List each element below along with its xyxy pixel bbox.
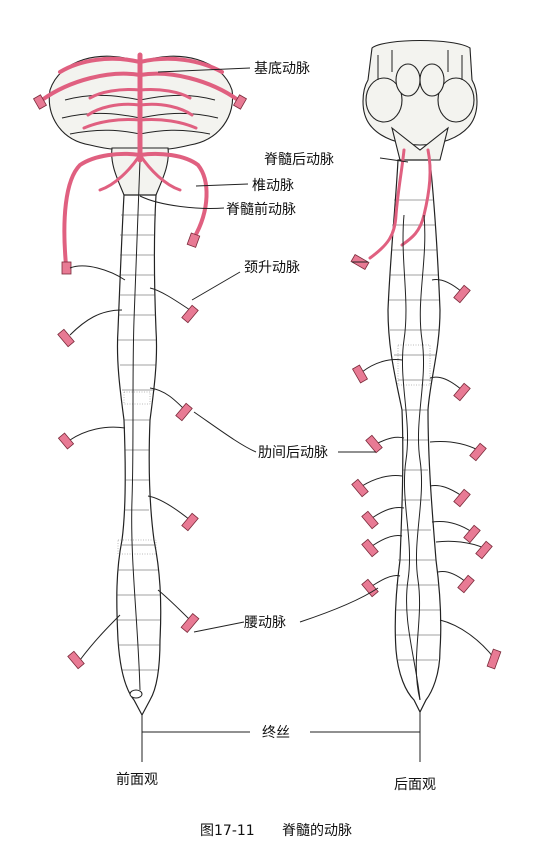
segmental-branches-posterior — [350, 253, 502, 670]
label-basilar-artery: 基底动脉 — [254, 60, 310, 77]
figure-number: 图17-11 — [200, 823, 255, 839]
segmental-branches-anterior — [57, 265, 200, 699]
anterior-spinal-artery-line — [131, 159, 141, 691]
figure-title: 脊髓的动脉 — [282, 823, 352, 839]
segment-lines-anterior — [117, 214, 160, 671]
anterior-view-illustration — [32, 52, 248, 762]
spinal-cord-anterior — [116, 194, 162, 717]
basilar-artery — [32, 52, 248, 163]
posterior-view-illustration — [350, 40, 502, 762]
label-lumbar-artery: 腰动脉 — [244, 615, 286, 631]
leader-lines — [139, 67, 420, 733]
label-vertebral-artery: 椎动脉 — [252, 178, 294, 194]
segment-lines-posterior — [389, 199, 440, 661]
label-posterior-intercostal-artery: 肋间后动脉 — [258, 445, 328, 461]
label-posterior-view: 后面观 — [394, 777, 436, 793]
label-posterior-spinal-artery: 脊髓后动脉 — [264, 152, 334, 168]
label-ascending-cervical-artery: 颈升动脉 — [244, 260, 300, 276]
label-filum-terminale: 终丝 — [262, 725, 290, 741]
posterior-spinal-arteries — [368, 148, 432, 260]
label-anterior-view: 前面观 — [116, 771, 158, 788]
label-anterior-spinal-artery: 脊髓前动脉 — [226, 201, 296, 218]
spinal-cord-posterior — [387, 159, 442, 714]
vertebral-arteries — [61, 151, 209, 275]
